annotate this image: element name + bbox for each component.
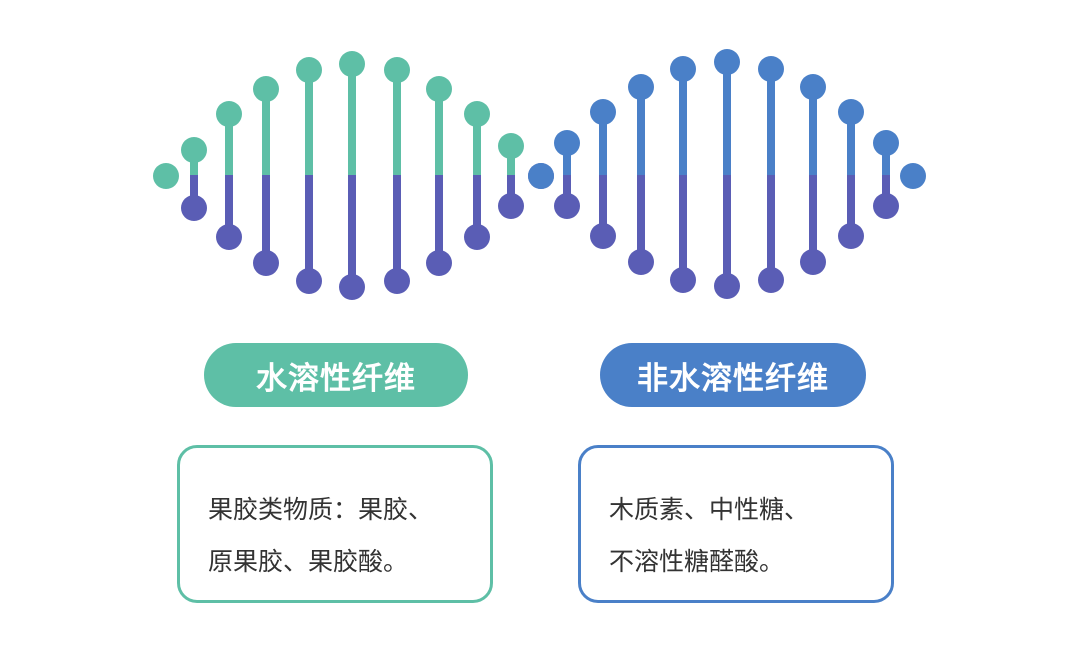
insoluble-fiber-description: 木质素、中性糖、 不溶性糖醛酸。 bbox=[578, 445, 894, 603]
soluble-fiber-label: 水溶性纤维 bbox=[204, 343, 468, 407]
helix-node-bottom-0 bbox=[181, 195, 207, 221]
soluble-fiber-line-1: 果胶类物质：果胶、 bbox=[208, 495, 434, 524]
helix-node-bottom-3 bbox=[296, 268, 322, 294]
helix-node-bottom-4 bbox=[714, 273, 740, 299]
insoluble-fiber-line-1: 木质素、中性糖、 bbox=[609, 495, 810, 524]
helix-node-bottom-5 bbox=[384, 268, 410, 294]
helix-node-bottom-1 bbox=[590, 223, 616, 249]
helix-node-top-5 bbox=[384, 57, 410, 83]
helix-node-top-3 bbox=[296, 57, 322, 83]
soluble-fiber-line-2: 原果胶、果胶酸。 bbox=[208, 547, 409, 576]
helix-node-top-4 bbox=[714, 49, 740, 75]
helix-node-top-7 bbox=[464, 101, 490, 127]
helix-node-bottom-0 bbox=[554, 193, 580, 219]
soluble-fiber-description: 果胶类物质：果胶、 原果胶、果胶酸。 bbox=[177, 445, 493, 603]
helix-node-bottom-6 bbox=[800, 249, 826, 275]
helix-node-top-0 bbox=[181, 137, 207, 163]
helix-node-bottom-2 bbox=[253, 250, 279, 276]
helix-node-top-2 bbox=[253, 76, 279, 102]
helix-node-top-7 bbox=[838, 99, 864, 125]
helix-node-top-1 bbox=[590, 99, 616, 125]
helix-node-top-0 bbox=[554, 130, 580, 156]
dna-helix-left bbox=[153, 51, 554, 300]
helix-node-bottom-6 bbox=[426, 250, 452, 276]
helix-end-node-1 bbox=[900, 163, 926, 189]
insoluble-fiber-label: 非水溶性纤维 bbox=[600, 343, 866, 407]
helix-node-top-8 bbox=[498, 133, 524, 159]
insoluble-fiber-line-2: 不溶性糖醛酸。 bbox=[609, 547, 785, 576]
helix-node-bottom-3 bbox=[670, 267, 696, 293]
helix-node-bottom-1 bbox=[216, 224, 242, 250]
helix-node-top-2 bbox=[628, 74, 654, 100]
helix-node-top-5 bbox=[758, 56, 784, 82]
helix-node-top-6 bbox=[800, 74, 826, 100]
helix-node-top-3 bbox=[670, 56, 696, 82]
helix-node-bottom-8 bbox=[873, 193, 899, 219]
helix-node-bottom-7 bbox=[838, 223, 864, 249]
helix-node-top-1 bbox=[216, 101, 242, 127]
helix-end-node-0 bbox=[153, 163, 179, 189]
helix-node-bottom-2 bbox=[628, 249, 654, 275]
dna-helix-right bbox=[528, 49, 926, 299]
helix-node-top-4 bbox=[339, 51, 365, 77]
helix-node-top-8 bbox=[873, 130, 899, 156]
helix-node-bottom-5 bbox=[758, 267, 784, 293]
helix-node-bottom-4 bbox=[339, 274, 365, 300]
helix-node-bottom-8 bbox=[498, 193, 524, 219]
helix-node-bottom-7 bbox=[464, 224, 490, 250]
dna-helix-graphic bbox=[153, 49, 926, 300]
helix-end-node-0 bbox=[528, 163, 554, 189]
helix-node-top-6 bbox=[426, 76, 452, 102]
